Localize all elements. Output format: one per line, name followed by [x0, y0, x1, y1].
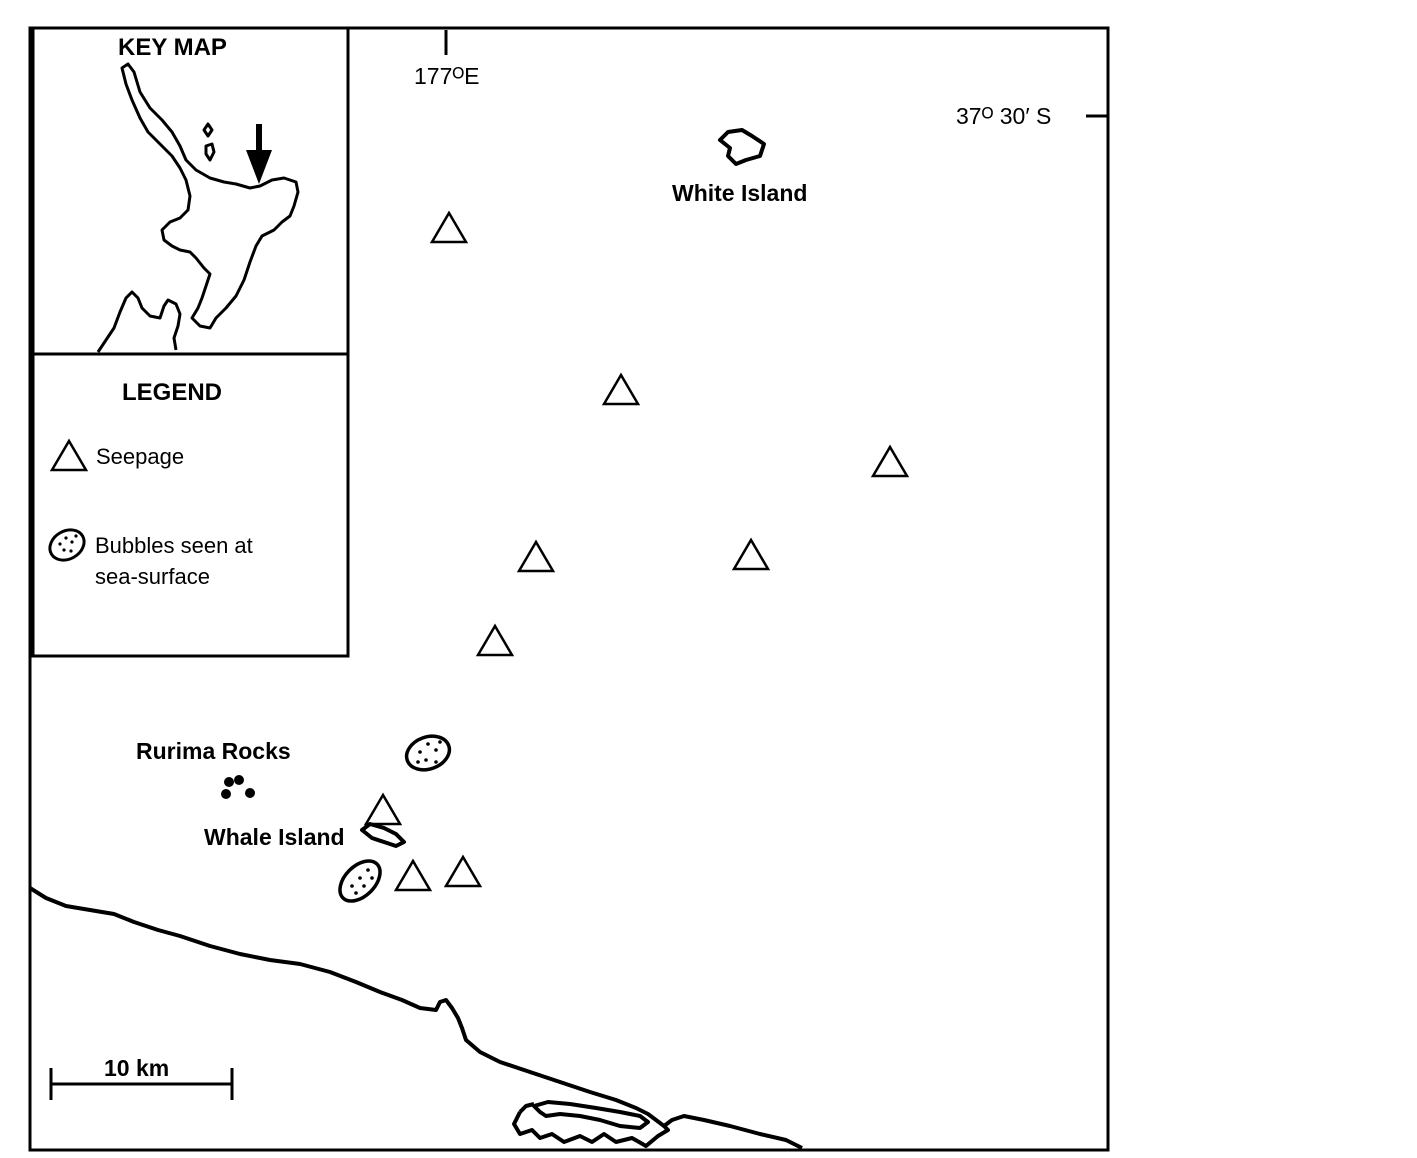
legend-seepage-label: Seepage — [96, 444, 185, 469]
legend-seepage-icon — [49, 438, 89, 472]
legend-bubbles-icon — [48, 528, 86, 562]
legend-bubbles-label-line2: sea-surface — [95, 564, 210, 589]
legend-panel — [31, 352, 350, 658]
seepage-icon — [731, 537, 771, 571]
whale-island-label: Whale Island — [204, 824, 345, 850]
rurima-rocks-label: Rurima Rocks — [136, 738, 291, 764]
legend-bubbles-label-line1: Bubbles seen at — [95, 533, 253, 558]
whale-island — [360, 822, 406, 848]
seepage-icon — [443, 854, 483, 888]
longitude-label: 177ᴼE — [414, 63, 480, 89]
legend-title: LEGEND — [122, 379, 223, 406]
harbour-shore — [512, 1102, 670, 1148]
harbour — [532, 1100, 650, 1130]
seepage-icon — [393, 858, 433, 892]
seepage-icon — [516, 539, 556, 573]
latitude-label: 37ᴼ 30′ S — [956, 103, 1052, 129]
rurima-rocks — [221, 775, 255, 799]
scale-bar-label: 10 km — [104, 1055, 170, 1081]
white-island — [718, 128, 766, 166]
key-map-outline — [96, 62, 300, 353]
scale-bar — [49, 1068, 234, 1100]
bubbles-patch-icon — [338, 859, 382, 903]
seepage-icon — [870, 444, 910, 478]
map-frame — [28, 26, 1110, 1152]
seepage-icon — [601, 372, 641, 406]
seepage-markers — [363, 210, 910, 892]
location-arrow-icon — [246, 124, 272, 184]
key-map-panel — [31, 26, 350, 356]
seepage-icon — [429, 210, 469, 244]
seepage-icon — [363, 792, 403, 826]
white-island-label: White Island — [672, 180, 808, 206]
seepage-icon — [475, 623, 515, 657]
key-map-title: KEY MAP — [118, 34, 227, 61]
coastline — [28, 886, 803, 1150]
bubbles-patch-icon — [404, 734, 452, 772]
